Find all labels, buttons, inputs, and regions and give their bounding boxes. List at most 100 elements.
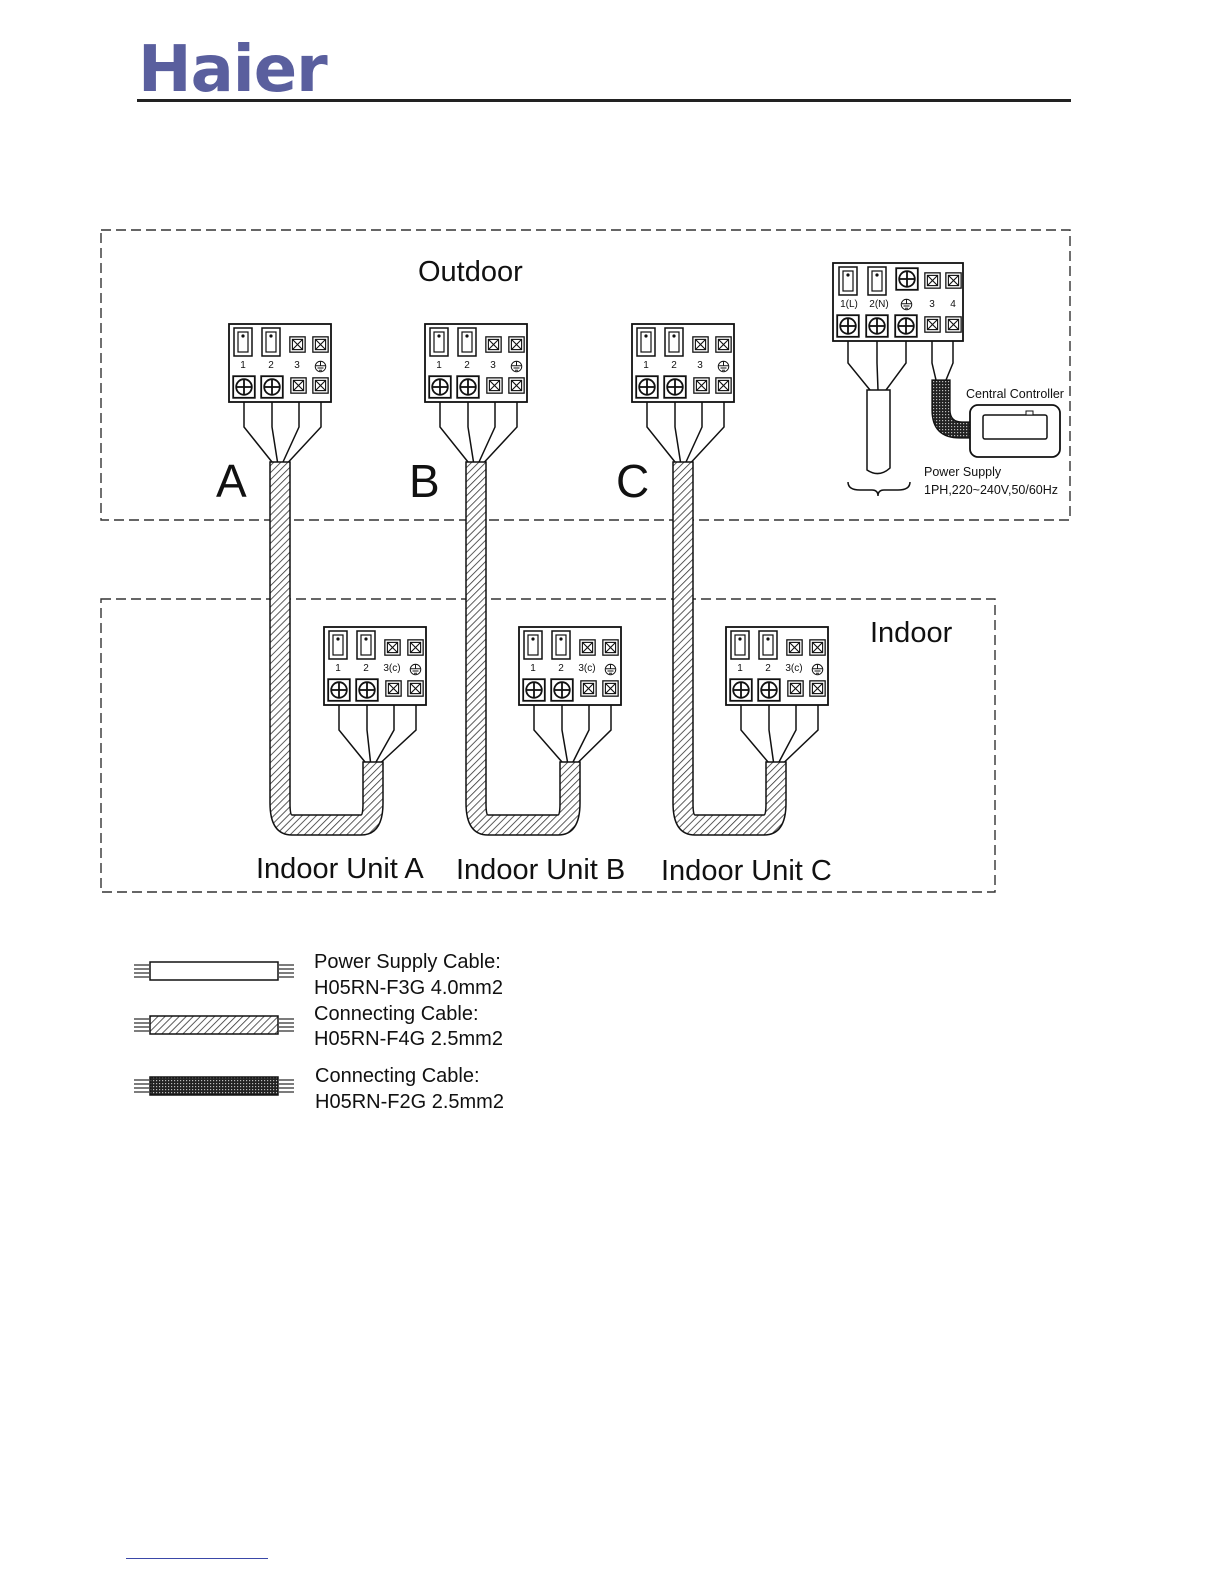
legend-hatched-line1: Connecting Cable: — [314, 1003, 479, 1025]
pin-label: 3 — [490, 360, 496, 371]
earth-icon — [605, 664, 616, 675]
controller-indicator — [1026, 411, 1033, 415]
bottom-screw-3 — [581, 681, 596, 696]
top-screw-3 — [385, 640, 400, 655]
clamp-2 — [759, 631, 777, 659]
bottom-screw-3 — [487, 378, 502, 393]
legend-hatched-line2: H05RN-F4G 2.5mm2 — [314, 1028, 503, 1050]
power-wire — [848, 341, 870, 390]
swatch-body — [150, 1016, 278, 1034]
controller-screen — [983, 415, 1047, 439]
clamp-2 — [357, 631, 375, 659]
power-screw-4 — [946, 317, 961, 332]
wire — [579, 705, 612, 762]
pin-label: 2 — [363, 663, 369, 674]
legend-plain-line1: Power Supply Cable: — [314, 951, 501, 973]
top-screw-3 — [290, 337, 305, 352]
pin-label: 3 — [294, 360, 300, 371]
top-screw-3 — [693, 337, 708, 352]
connecting-cables — [244, 402, 818, 835]
top-screw-3 — [787, 640, 802, 655]
outdoor-block-b: 123 — [425, 324, 527, 402]
pin-label: 1 — [335, 663, 341, 674]
legend-swatches — [134, 962, 294, 1095]
pin-label: 1 — [530, 663, 536, 674]
clamp-2 — [262, 328, 280, 356]
earth-icon — [511, 361, 522, 372]
bottom-screw-3 — [386, 681, 401, 696]
legend-swatch-dense — [134, 1077, 294, 1095]
wire — [534, 705, 562, 762]
pin-label: 3 — [697, 360, 703, 371]
earth-icon — [718, 361, 729, 372]
power-screw-3 — [925, 317, 940, 332]
controller-wire — [932, 341, 936, 380]
power-spec-label: 1PH,220~240V,50/60Hz — [924, 483, 1058, 497]
clip-screw-2 — [551, 679, 573, 701]
bottom-screw-3 — [291, 378, 306, 393]
power-pin-label: 1(L) — [840, 299, 858, 310]
wire — [785, 705, 819, 762]
power-clip-n — [866, 315, 888, 337]
wire — [741, 705, 768, 762]
top-screw-earth — [603, 640, 618, 655]
power-supply-label: Power Supply — [924, 465, 1002, 479]
clamp-2 — [552, 631, 570, 659]
bottom-screw-earth — [716, 378, 731, 393]
power-clip-earth — [895, 315, 917, 337]
pin-label: 1 — [737, 663, 743, 674]
pin-label: 2 — [765, 663, 771, 674]
clamp-1 — [329, 631, 347, 659]
earth-icon — [410, 664, 421, 675]
power-screw-4-top — [946, 273, 961, 288]
central-controller-label: Central Controller — [966, 387, 1064, 401]
pin-label: 2 — [464, 360, 470, 371]
clip-screw-1 — [523, 679, 545, 701]
power-earth-screw-top — [896, 268, 918, 290]
pin-label: 2 — [671, 360, 677, 371]
power-pin-label: 4 — [950, 299, 956, 310]
clamp-1 — [637, 328, 655, 356]
clip-screw-1 — [429, 376, 451, 398]
power-wire — [886, 341, 906, 390]
swatch-body — [150, 1077, 278, 1095]
earth-icon — [315, 361, 326, 372]
power-earth-icon — [901, 299, 912, 310]
legend-swatch-hatched — [134, 1016, 294, 1034]
pin-label: 1 — [643, 360, 649, 371]
wire — [289, 402, 322, 462]
indoor-unit-a-label: Indoor Unit A — [256, 853, 424, 885]
outdoor-label-c: C — [616, 455, 649, 507]
pin-label: 2 — [268, 360, 274, 371]
legend-swatch-plain — [134, 962, 294, 980]
bottom-screw-earth — [408, 681, 423, 696]
outdoor-block-c: 1 2 3 — [632, 324, 734, 402]
wire — [382, 705, 417, 762]
power-pin-label: 2(N) — [869, 299, 888, 310]
swatch-body — [150, 962, 278, 980]
clip-screw-2 — [261, 376, 283, 398]
wire — [485, 402, 518, 462]
bottom-screw-3 — [694, 378, 709, 393]
wire — [468, 402, 474, 462]
top-screw-earth — [810, 640, 825, 655]
wire — [244, 402, 272, 462]
wire — [675, 402, 681, 462]
outdoor-terminal-blocks: 123123123 — [229, 324, 734, 402]
wire — [367, 705, 371, 762]
controller-wire — [946, 341, 953, 380]
bottom-screw-3 — [788, 681, 803, 696]
clamp-2 — [458, 328, 476, 356]
clamp-1 — [731, 631, 749, 659]
power-clamp-l — [839, 267, 857, 295]
clip-screw-2 — [758, 679, 780, 701]
wire — [692, 402, 725, 462]
power-clamp-n — [868, 267, 886, 295]
clip-screw-2 — [457, 376, 479, 398]
wire — [272, 402, 278, 462]
